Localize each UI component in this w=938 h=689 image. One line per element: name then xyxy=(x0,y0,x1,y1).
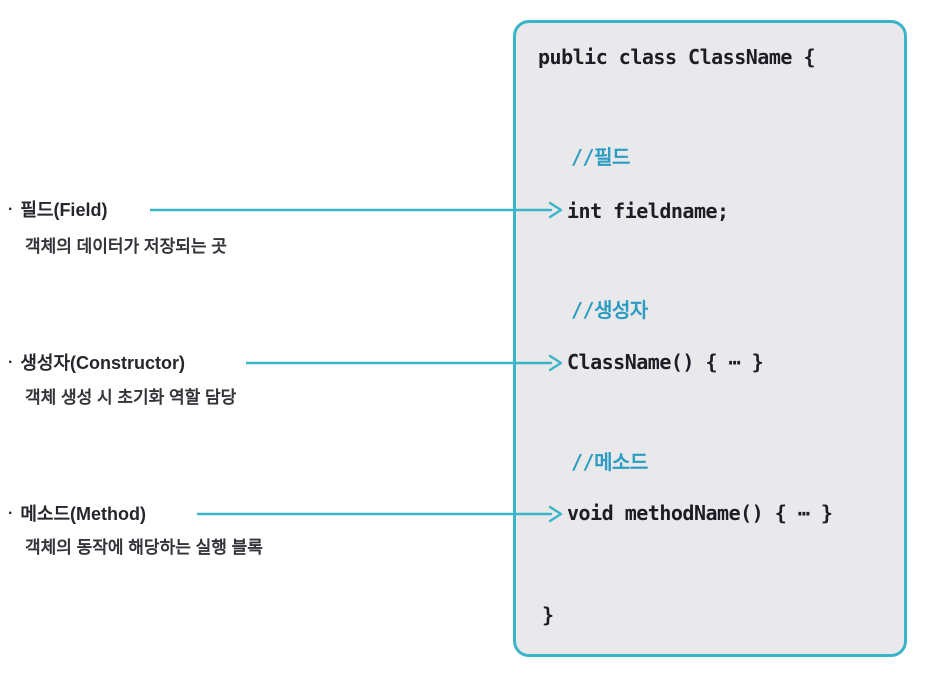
label-constructor-title: 생성자(Constructor) xyxy=(20,353,185,373)
label-field-title: 필드(Field) xyxy=(20,200,108,220)
code-method-declaration: void methodName() { ⋯ } xyxy=(567,501,833,525)
code-close-line: } xyxy=(542,603,554,627)
class-code-box xyxy=(513,20,907,657)
label-constructor-description: 객체 생성 시 초기화 역할 담당 xyxy=(25,388,237,407)
label-method: · 메소드(Method) xyxy=(8,501,146,529)
code-constructor-declaration: ClassName() { ⋯ } xyxy=(567,350,764,374)
arrow-method-to-code xyxy=(197,504,564,524)
label-field: · 필드(Field) xyxy=(8,197,107,225)
code-comment-constructor: //생성자 xyxy=(571,298,648,322)
label-field-description: 객체의 데이터가 저장되는 곳 xyxy=(25,237,227,256)
bullet-icon: · xyxy=(8,354,14,371)
code-comment-method: //메소드 xyxy=(571,450,648,474)
code-open-line: public class ClassName { xyxy=(538,45,815,69)
code-field-declaration: int fieldname; xyxy=(567,199,729,223)
arrow-field-to-code xyxy=(150,200,564,220)
bullet-icon: · xyxy=(8,505,14,522)
arrow-constructor-to-code xyxy=(246,353,564,373)
label-method-title: 메소드(Method) xyxy=(20,504,146,524)
label-constructor: · 생성자(Constructor) xyxy=(8,350,185,378)
code-comment-field: //필드 xyxy=(571,145,630,169)
bullet-icon: · xyxy=(8,201,14,218)
label-method-description: 객체의 동작에 해당하는 실행 블록 xyxy=(25,538,263,557)
